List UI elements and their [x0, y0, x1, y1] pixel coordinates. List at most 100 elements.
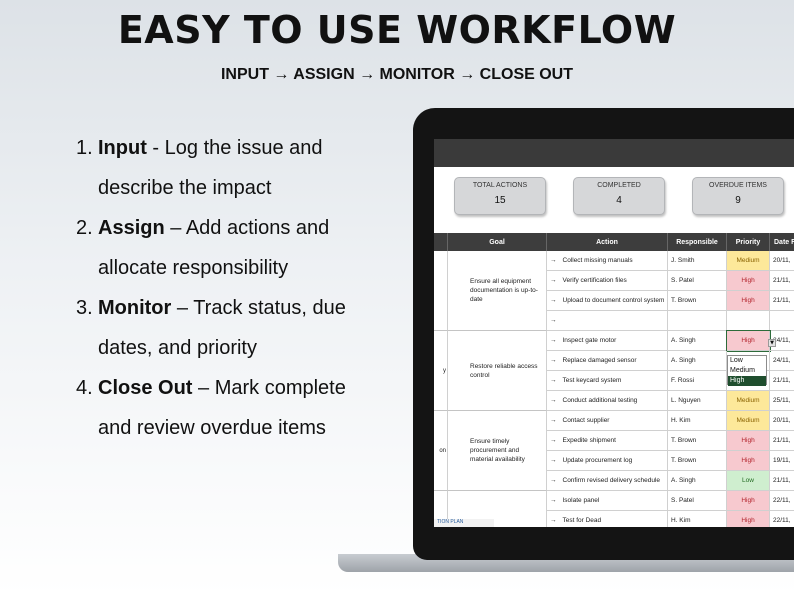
responsible-cell[interactable]: T. Brown: [668, 291, 727, 311]
priority-cell[interactable]: High: [727, 451, 770, 471]
goal-cell[interactable]: [448, 491, 547, 527]
date-cell[interactable]: 21/11,: [770, 371, 794, 391]
priority-cell[interactable]: Low: [727, 471, 770, 491]
action-cell[interactable]: →Expedite shipment: [547, 431, 668, 451]
responsible-cell[interactable]: A. Singh: [668, 471, 727, 491]
action-text: Conduct additional testing: [562, 397, 638, 404]
action-text: Test for Dead: [562, 517, 602, 524]
step-number: 1.: [76, 137, 93, 159]
action-text: Contact supplier: [562, 417, 610, 424]
step-title: Assign: [98, 217, 165, 239]
responsible-cell[interactable]: S. Patel: [668, 271, 727, 291]
date-cell[interactable]: 21/11,: [770, 291, 794, 311]
arrow-right-icon: →: [550, 337, 557, 344]
priority-cell[interactable]: High: [727, 291, 770, 311]
action-text: Replace damaged sensor: [562, 357, 637, 364]
priority-cell[interactable]: High: [727, 511, 770, 527]
action-cell[interactable]: → Inspect gate motor: [547, 331, 668, 351]
goal-cell[interactable]: Restore reliable access control: [448, 331, 547, 411]
responsible-cell[interactable]: H. Kim: [668, 511, 727, 527]
group-label: y: [434, 331, 448, 411]
action-text: Confirm revised delivery schedule: [562, 477, 661, 484]
step-desc-cont: dates, and priority: [98, 337, 257, 359]
priority-cell[interactable]: High: [727, 431, 770, 451]
arrow-right-icon: →: [550, 517, 557, 524]
action-cell[interactable]: →Contact supplier: [547, 411, 668, 431]
kpi-total-actions: TOTAL ACTIONS 15: [454, 177, 546, 215]
dropdown-option-high[interactable]: High: [728, 376, 766, 386]
dropdown-option-medium[interactable]: Medium: [730, 367, 755, 374]
action-plan-table: Goal Action Responsible Priority Date F …: [434, 233, 794, 527]
date-cell[interactable]: 21/11,: [770, 431, 794, 451]
action-cell[interactable]: → Test for Dead: [547, 511, 668, 527]
responsible-cell[interactable]: T. Brown: [668, 431, 727, 451]
date-cell[interactable]: 20/11,: [770, 411, 794, 431]
header-responsible: Responsible: [668, 233, 727, 251]
arrow-right-icon: →: [550, 377, 557, 384]
date-cell[interactable]: [770, 311, 794, 331]
date-cell[interactable]: 22/11,: [770, 511, 794, 527]
chevron-down-icon: ▼: [770, 340, 774, 346]
priority-dropdown-list[interactable]: Low Medium High: [727, 355, 767, 386]
arrow-right-icon: →: [550, 277, 557, 284]
sheet-tab-action-plan[interactable]: TION PLAN: [434, 519, 494, 527]
action-cell[interactable]: →Collect missing manuals: [547, 251, 668, 271]
step-desc-cont: and review overdue items: [98, 417, 326, 439]
responsible-cell[interactable]: A. Singh: [668, 331, 727, 351]
responsible-cell[interactable]: F. Rossi: [668, 371, 727, 391]
action-cell[interactable]: →: [547, 311, 668, 331]
action-cell[interactable]: →Replace damaged sensor: [547, 351, 668, 371]
step-number: 4.: [76, 377, 93, 399]
dropdown-option-low[interactable]: Low: [730, 357, 743, 364]
action-text: Update procurement log: [562, 457, 633, 464]
action-cell[interactable]: → Update procurement log: [547, 451, 668, 471]
workflow-subline: INPUT → ASSIGN → MONITOR → CLOSE OUT: [220, 66, 573, 83]
arrow-right-icon: →: [550, 397, 557, 404]
priority-cell[interactable]: [727, 371, 770, 391]
action-cell[interactable]: →Upload to document control system: [547, 291, 668, 311]
responsible-cell[interactable]: H. Kim: [668, 411, 727, 431]
goal-cell[interactable]: Ensure all equipment documentation is up…: [448, 251, 547, 331]
kpi-overdue-items: OVERDUE ITEMS 9: [692, 177, 784, 215]
kpi-completed: COMPLETED 4: [573, 177, 665, 215]
priority-cell[interactable]: [727, 311, 770, 331]
responsible-cell[interactable]: J. Smith: [668, 251, 727, 271]
kpi-label: TOTAL ACTIONS: [472, 182, 528, 189]
action-cell[interactable]: →Verify certification files: [547, 271, 668, 291]
step-desc-cont: describe the impact: [98, 177, 272, 199]
headline: EASY TO USE WORKFLOW: [117, 8, 677, 52]
priority-cell[interactable]: High: [727, 491, 770, 511]
responsible-cell[interactable]: [668, 311, 727, 331]
date-cell[interactable]: 21/11,: [770, 471, 794, 491]
group-label: on: [434, 411, 448, 491]
date-cell[interactable]: 24/11,: [770, 351, 794, 371]
priority-cell[interactable]: High: [727, 271, 770, 291]
date-cell[interactable]: 20/11,: [770, 251, 794, 271]
action-cell[interactable]: → Conduct additional testing: [547, 391, 668, 411]
priority-cell[interactable]: Medium: [727, 251, 770, 271]
action-text: Inspect gate motor: [562, 337, 617, 344]
responsible-cell[interactable]: A. Singh: [668, 351, 727, 371]
date-cell[interactable]: 22/11,: [770, 491, 794, 511]
date-cell[interactable]: 21/11,: [770, 271, 794, 291]
arrow-right-icon: →: [550, 457, 557, 464]
arrow-right-icon: →: [550, 317, 557, 324]
responsible-cell[interactable]: T. Brown: [668, 451, 727, 471]
priority-cell[interactable]: High: [726, 330, 771, 352]
goal-cell[interactable]: Ensure timely procurement and material a…: [448, 411, 547, 491]
sheet-title-bar: [434, 139, 794, 167]
date-cell[interactable]: 24/11,: [770, 331, 794, 351]
step-title: Monitor: [98, 297, 172, 319]
action-cell[interactable]: →Test keycard system: [547, 371, 668, 391]
responsible-cell[interactable]: L. Nguyen: [668, 391, 727, 411]
responsible-cell[interactable]: S. Patel: [668, 491, 727, 511]
priority-cell[interactable]: Medium: [727, 391, 770, 411]
priority-cell[interactable]: Medium: [727, 411, 770, 431]
action-cell[interactable]: →Confirm revised delivery schedule: [547, 471, 668, 491]
priority-dropdown-button[interactable]: ▼: [768, 339, 776, 347]
date-cell[interactable]: 19/11,: [770, 451, 794, 471]
action-cell[interactable]: →Isolate panel: [547, 491, 668, 511]
date-cell[interactable]: 25/11,: [770, 391, 794, 411]
